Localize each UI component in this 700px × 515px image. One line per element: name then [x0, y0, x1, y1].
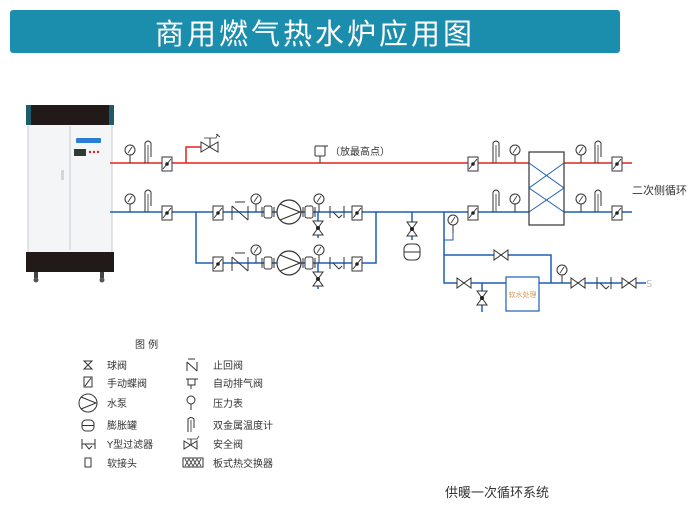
return-pipe: [110, 211, 646, 312]
legend-label: 双金属温度计: [213, 419, 273, 432]
butterfly-valve-icon: [467, 156, 479, 172]
bimetal-thermometer-icon: [187, 417, 195, 432]
legend-label: Y型过滤器: [106, 438, 153, 451]
pressure-gauge-icon: [575, 144, 587, 164]
auto-air-vent-icon: [186, 378, 198, 389]
pressure-gauge-icon: [250, 193, 262, 213]
pressure-gauge-icon: [509, 144, 521, 164]
legend-label: 手动蝶阀: [107, 377, 147, 390]
water-treatment-label: 软水处理: [509, 290, 537, 299]
pump-train-2: [212, 244, 363, 287]
legend-label: 膨胀罐: [107, 419, 137, 432]
legend: 图 例 球阀 手动蝶阀 水泵 膨胀罐 Y型过滤器: [78, 338, 273, 470]
thermometer-icon: [492, 140, 500, 164]
check-valve-icon: [231, 201, 249, 221]
safety-valve-icon: [200, 133, 221, 153]
ball-valve-icon: [312, 220, 324, 236]
thermometer-icon: [144, 189, 152, 213]
ball-valve-icon: [312, 271, 324, 287]
plate-heat-exchanger-icon: [182, 457, 204, 468]
butterfly-valve-icon: [611, 205, 623, 221]
inlet-mark: S: [646, 279, 652, 290]
ball-valve-icon: [493, 249, 509, 261]
flexible-joint-icon: [302, 205, 316, 219]
legend-label: 安全阀: [213, 438, 243, 451]
ball-valve-icon: [406, 221, 418, 237]
ball-valve-icon: [82, 360, 94, 370]
system-caption: 供暖一次循环系统: [445, 485, 549, 501]
pressure-gauge-icon: [509, 193, 521, 213]
high-point-vent-label: （放最高点）: [330, 145, 390, 158]
flexible-joint-icon: [302, 256, 316, 270]
thermometer-icon: [492, 189, 500, 213]
butterfly-valve-icon: [161, 205, 173, 221]
butterfly-valve-icon: [161, 156, 173, 172]
ball-valve-icon: [476, 290, 488, 306]
expansion-tank-icon: [403, 243, 421, 261]
pump-train-1: [212, 193, 363, 236]
butterfly-valve-icon: [212, 205, 224, 221]
pressure-gauge-icon: [124, 193, 136, 213]
auto-air-vent-icon: [314, 145, 328, 163]
butterfly-valve-icon: [351, 205, 363, 221]
boiler-unit: [26, 105, 114, 283]
pressure-gauge-icon: [124, 144, 136, 164]
pressure-gauge-icon: [250, 244, 262, 264]
ball-valve-icon: [570, 277, 586, 289]
thermometer-icon: [144, 140, 152, 164]
safety-valve-icon: [183, 435, 200, 450]
y-strainer-icon: [81, 439, 96, 450]
butterfly-valve-icon: [351, 256, 363, 272]
title-bar: 商用燃气热水炉应用图: [10, 10, 620, 53]
butterfly-valve-icon: [611, 156, 623, 172]
butterfly-valve-icon: [467, 205, 479, 221]
legend-label: 止回阀: [213, 359, 243, 372]
legend-label: 自动排气阀: [213, 377, 263, 390]
plate-heat-exchanger: [528, 151, 565, 226]
water-treatment-unit: 软水处理: [505, 276, 540, 312]
water-pump-icon: [78, 393, 98, 413]
pressure-gauge-icon: [447, 214, 459, 234]
pressure-gauge-icon: [186, 395, 196, 410]
flexible-joint-icon: [261, 256, 275, 270]
flexible-joint-icon: [84, 457, 92, 468]
secondary-loop-label: 二次侧循环: [632, 183, 687, 197]
check-valve-icon: [231, 252, 249, 272]
ball-valve-icon: [456, 277, 472, 289]
thermometer-icon: [594, 140, 602, 164]
thermometer-icon: [594, 189, 602, 213]
ball-valve-icon: [621, 277, 637, 289]
flexible-joint-icon: [261, 205, 275, 219]
pressure-gauge-icon: [556, 264, 568, 284]
legend-label: 水泵: [107, 398, 127, 410]
legend-label: 软接头: [107, 457, 137, 470]
check-valve-icon: [186, 358, 198, 372]
expansion-tank-icon: [81, 419, 95, 432]
legend-label: 球阀: [107, 359, 127, 372]
water-pump-icon: [276, 250, 302, 276]
butterfly-valve-icon: [212, 256, 224, 272]
legend-label: 压力表: [213, 397, 243, 410]
pressure-gauge-icon: [575, 193, 587, 213]
legend-label: 板式热交换器: [213, 457, 273, 470]
manual-butterfly-valve-icon: [83, 376, 93, 388]
water-pump-icon: [276, 199, 302, 225]
page-title: 商用燃气热水炉应用图: [154, 16, 475, 51]
legend-title: 图 例: [135, 338, 158, 351]
